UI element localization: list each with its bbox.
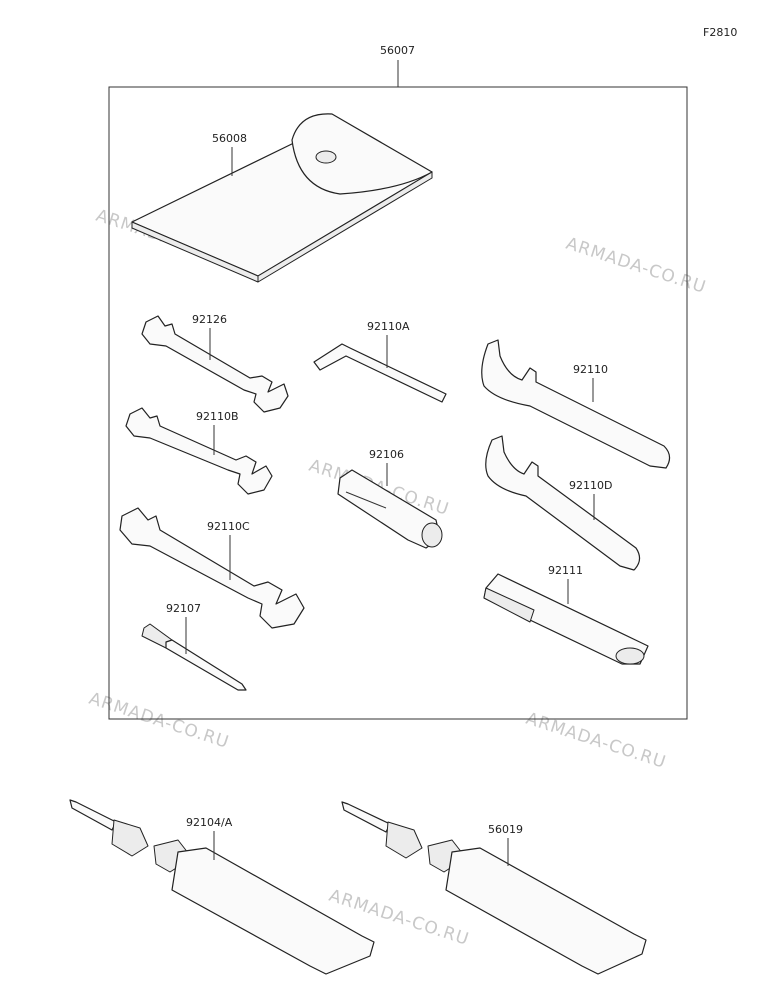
wrench-92110b xyxy=(125,407,273,495)
label-56008: 56008 xyxy=(212,132,247,145)
wrench-92110c xyxy=(119,507,305,629)
label-92111: 92111 xyxy=(548,564,583,577)
label-92104a: 92104/A xyxy=(186,816,233,829)
hex-key-92110a xyxy=(313,343,447,403)
screwdriver-bit-92107 xyxy=(141,623,247,691)
tool-pouch xyxy=(131,113,433,283)
label-92110: 92110 xyxy=(573,363,608,376)
figure-code: F2810 xyxy=(703,26,737,39)
handle-92111 xyxy=(483,573,649,665)
grease-tube-92104a xyxy=(69,799,375,975)
label-56019: 56019 xyxy=(488,823,523,836)
watermark-5: ARMADA-CO.RU xyxy=(523,709,668,773)
label-92107: 92107 xyxy=(166,602,201,615)
label-92110c: 92110C xyxy=(207,520,250,533)
wrench-92126 xyxy=(141,315,289,413)
label-56007: 56007 xyxy=(380,44,415,57)
label-92106: 92106 xyxy=(369,448,404,461)
label-92110b: 92110B xyxy=(196,410,239,423)
label-92110a: 92110A xyxy=(367,320,410,333)
label-92110d: 92110D xyxy=(569,479,612,492)
hook-spanner-92110d xyxy=(485,435,641,571)
hook-spanner-92110 xyxy=(481,339,671,469)
label-92126: 92126 xyxy=(192,313,227,326)
socket-92106 xyxy=(337,469,443,549)
grease-tube-56019 xyxy=(341,801,647,975)
watermark-4: ARMADA-CO.RU xyxy=(86,689,231,753)
